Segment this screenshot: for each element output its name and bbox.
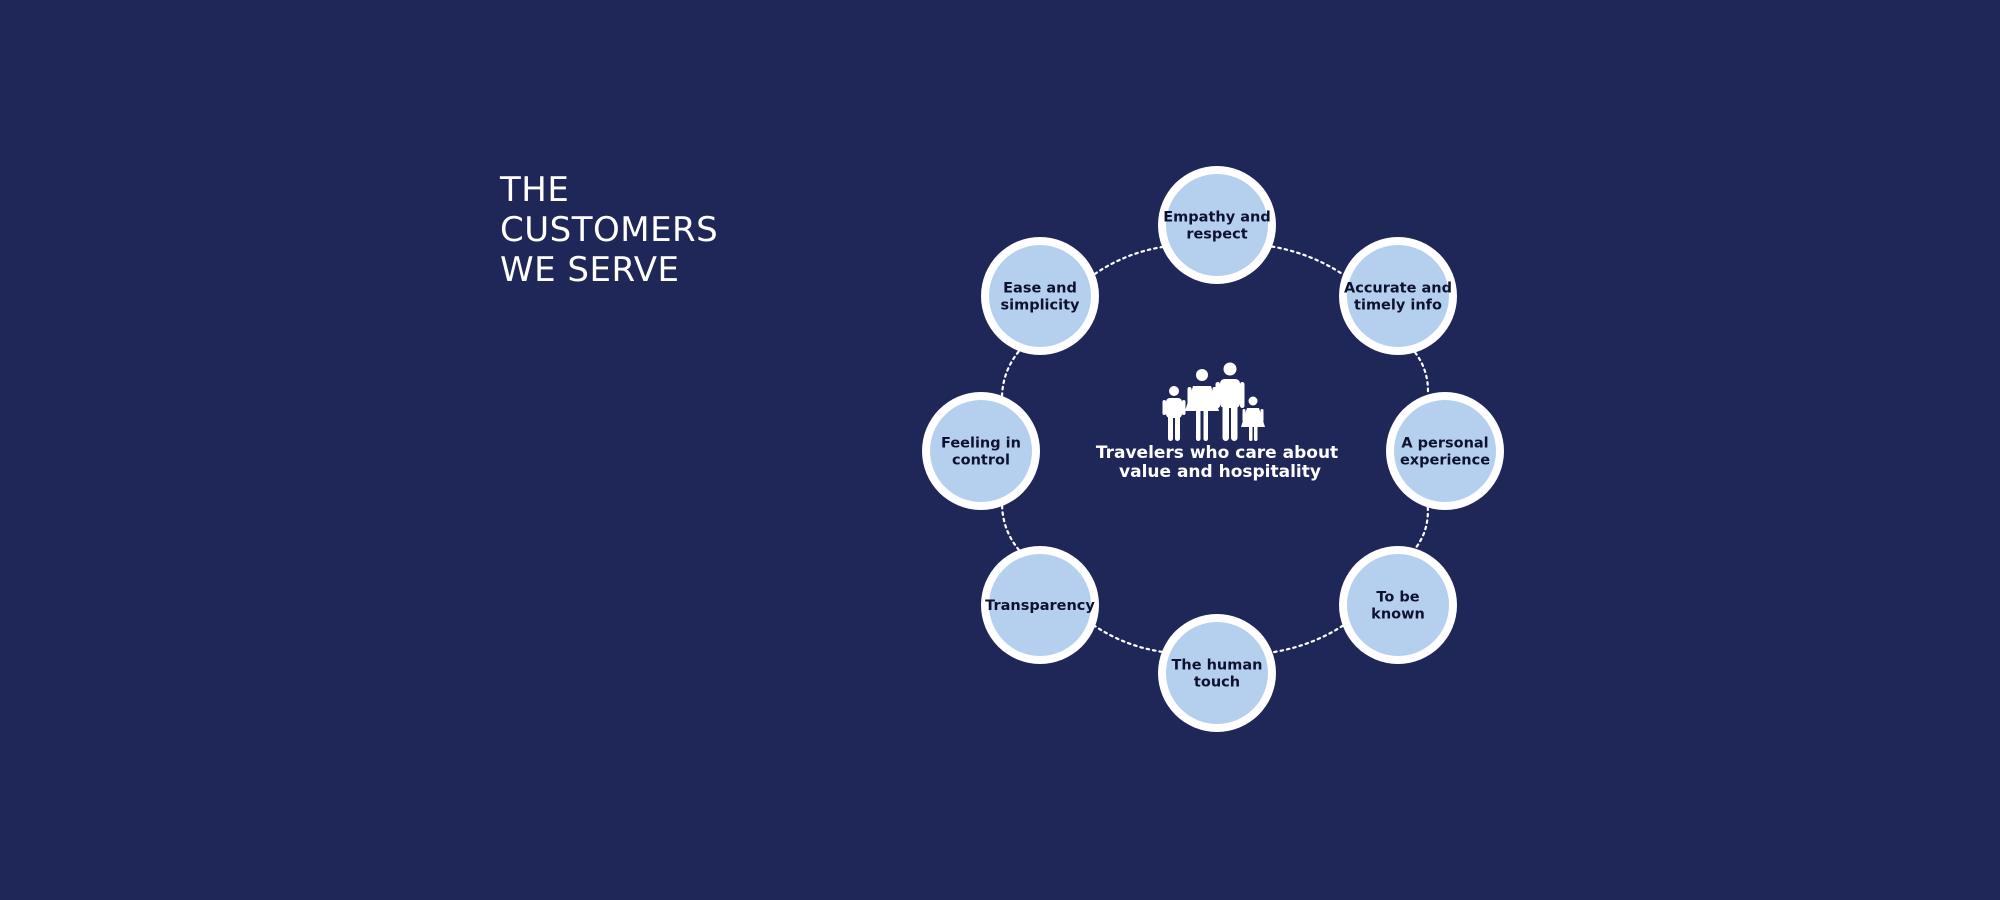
dotted-connector — [1001, 505, 1020, 551]
node-fill — [1394, 400, 1496, 502]
connector-ring — [1000, 245, 1430, 654]
dotted-connector — [1093, 245, 1164, 276]
title-line: WE SERVE — [500, 250, 680, 290]
node-fill — [930, 400, 1032, 502]
node-label-line: timely info — [1354, 298, 1442, 314]
node-label-line: Empathy and — [1163, 210, 1270, 226]
node-fill — [989, 245, 1091, 347]
node-label-line: Accurate and — [1344, 281, 1452, 297]
dotted-connector — [1094, 625, 1163, 653]
node-fill — [989, 554, 1091, 656]
node-fill — [1166, 174, 1268, 276]
need-node-transparency: Transparency — [981, 546, 1099, 664]
center-label: Travelers who care about value and hospi… — [1096, 443, 1344, 482]
family-icon — [1162, 362, 1265, 441]
node-label-line: respect — [1186, 227, 1247, 243]
node-label-line: The human — [1172, 658, 1263, 674]
node-label-line: touch — [1194, 675, 1240, 691]
node-label-line: experience — [1400, 453, 1490, 469]
title-line: THE — [500, 170, 570, 210]
node-label-line: To be — [1376, 590, 1419, 606]
node-label-line: known — [1371, 607, 1425, 623]
dotted-connector — [1000, 350, 1021, 397]
node-label-line: Feeling in — [941, 436, 1021, 452]
node-fill — [1166, 622, 1268, 724]
node-fill — [1347, 554, 1449, 656]
node-label-line: Ease and — [1003, 281, 1077, 297]
dotted-connector — [1414, 506, 1429, 550]
center-group: Travelers who care about value and hospi… — [1096, 362, 1344, 482]
dotted-connector — [1270, 245, 1345, 276]
dotted-connector — [1414, 351, 1430, 396]
node-label-line: simplicity — [1001, 298, 1081, 314]
node-label-line: A personal — [1401, 436, 1488, 452]
node-label-line: Transparency — [985, 598, 1095, 614]
node-label: Transparency — [985, 598, 1095, 614]
dotted-connector — [1271, 624, 1344, 654]
node-label-line: control — [952, 453, 1010, 469]
title-line: CUSTOMERS — [500, 210, 719, 250]
node-fill — [1347, 245, 1449, 347]
page-title: THE CUSTOMERS WE SERVE — [500, 170, 718, 290]
